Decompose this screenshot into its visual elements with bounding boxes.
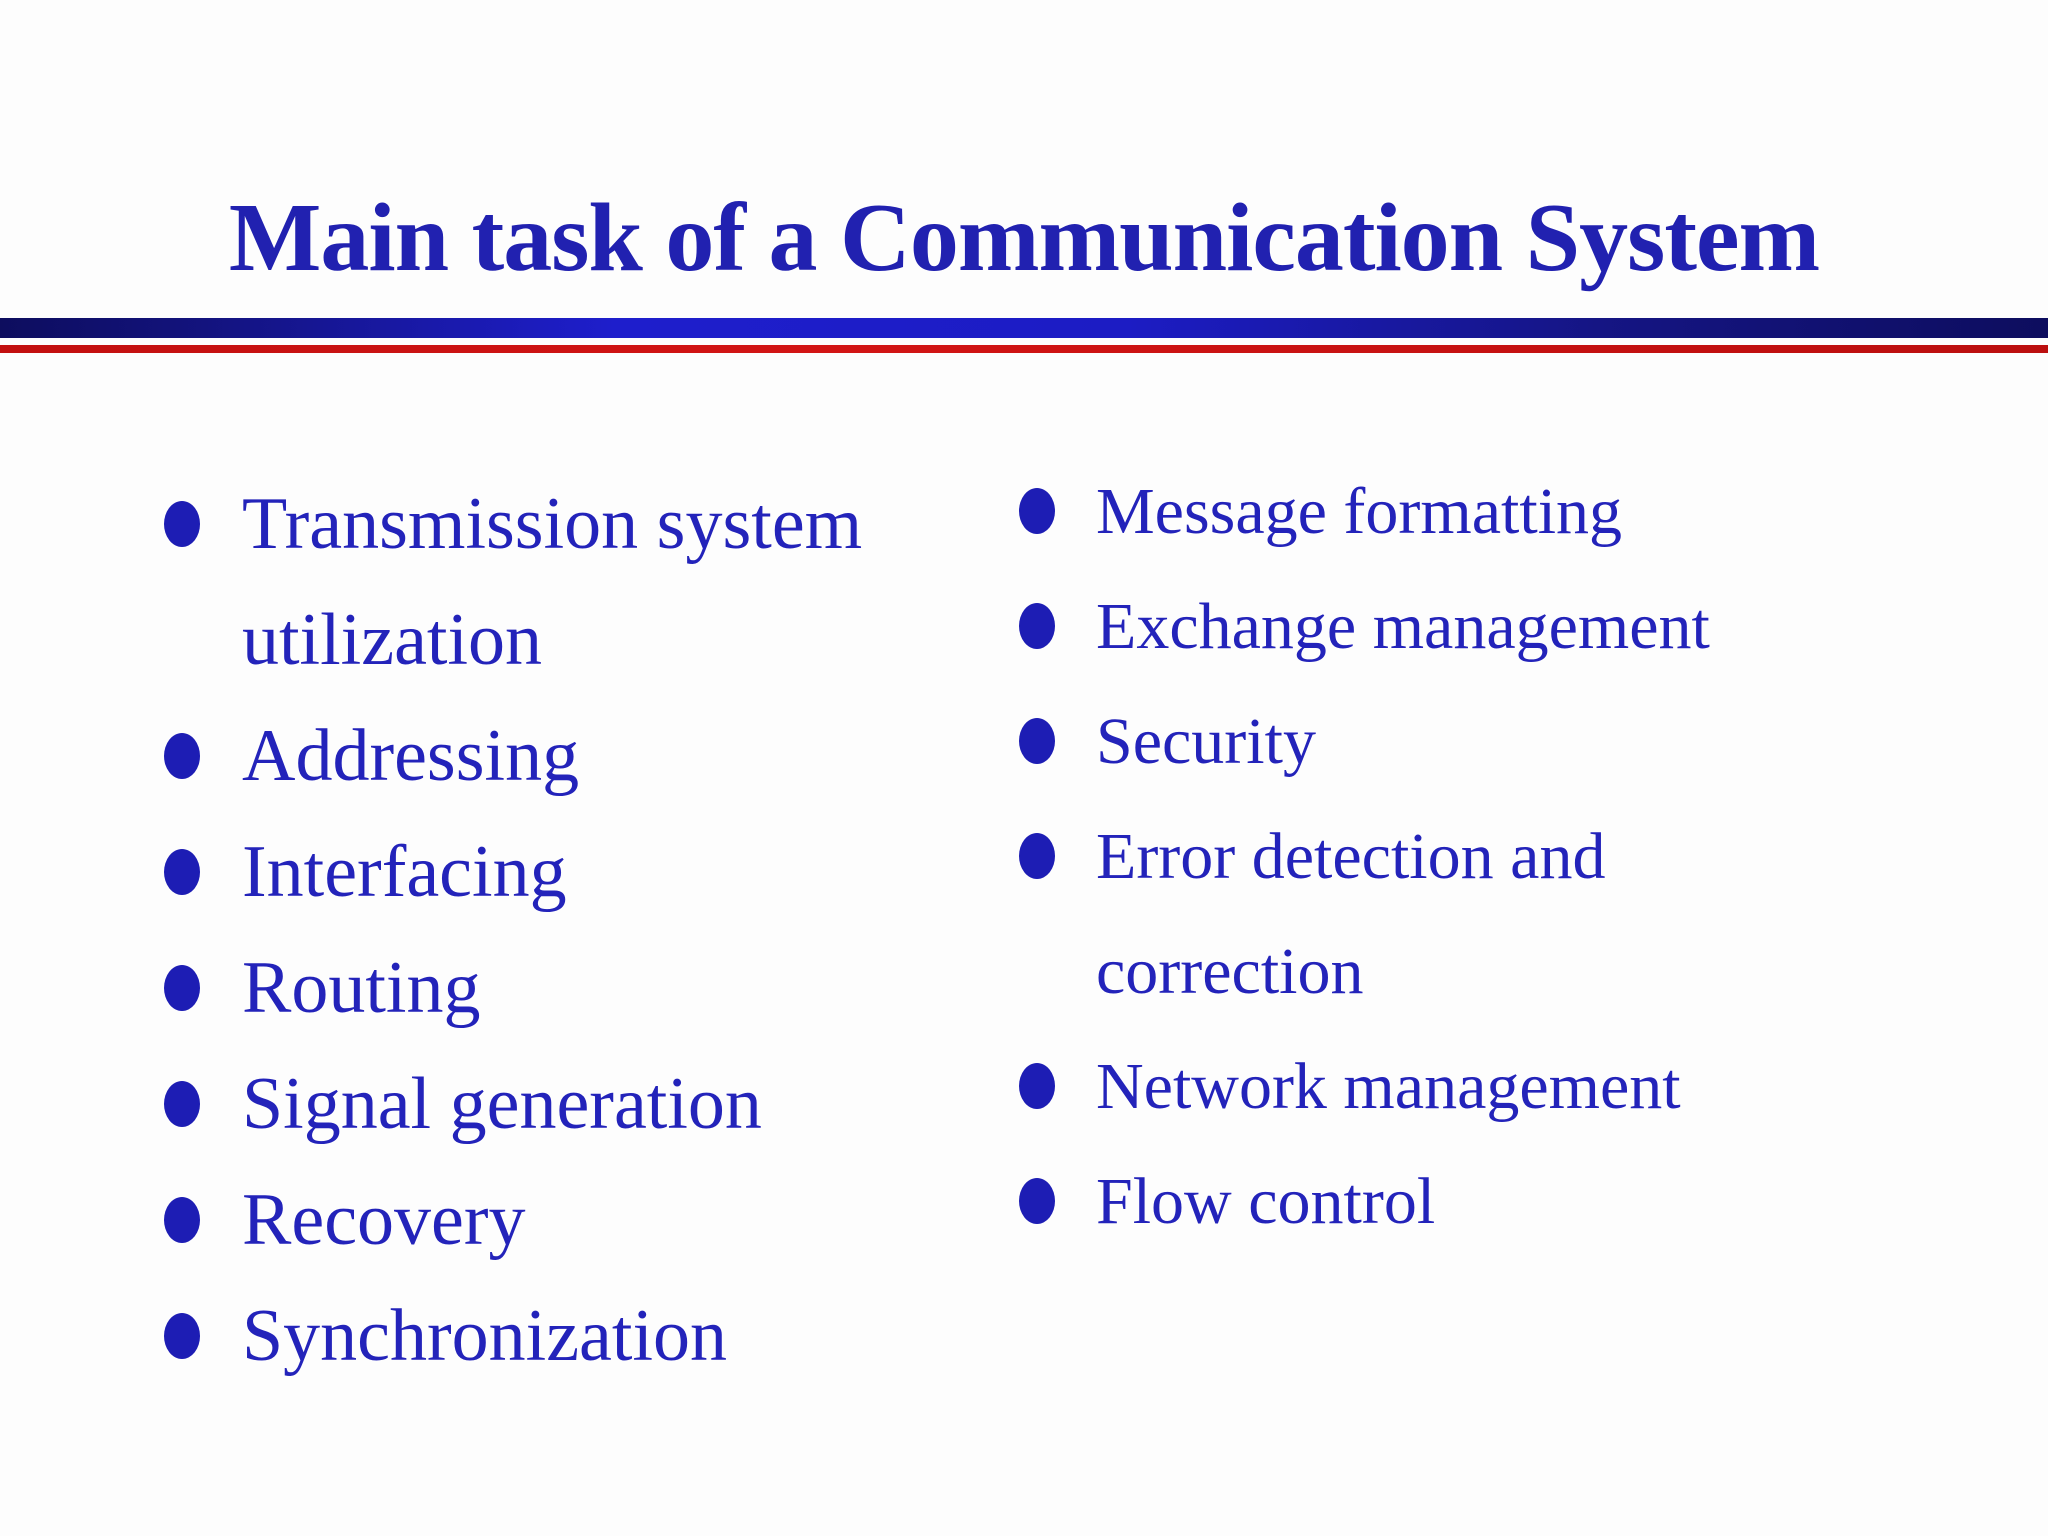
bullet-icon (1019, 1063, 1055, 1109)
list-item-text: Exchange management (1096, 590, 1710, 663)
list-item: Security (1019, 684, 1799, 799)
list-item-line: utilization (242, 599, 543, 681)
bullet-icon (1019, 833, 1055, 879)
list-item-text: Security (1096, 705, 1316, 778)
list-item-text: Signal generation (242, 1063, 762, 1145)
list-item-line: Network management (1096, 1050, 1681, 1123)
bullet-icon (1019, 718, 1055, 764)
list-item-line: correction (1096, 935, 1364, 1008)
list-item-text: Synchronization (242, 1295, 727, 1377)
list-item-line: Signal generation (242, 1063, 762, 1145)
list-item: Addressing (164, 698, 994, 814)
bullet-icon (164, 1081, 200, 1127)
list-item-text: Recovery (242, 1179, 526, 1261)
list-item: Signal generation (164, 1046, 994, 1162)
list-item: Exchange management (1019, 569, 1799, 684)
bullet-icon (164, 733, 200, 779)
list-item-line: Recovery (242, 1179, 526, 1261)
list-item-line: Transmission system (242, 483, 863, 565)
list-item-line: Interfacing (242, 831, 567, 913)
bullet-icon (164, 849, 200, 895)
list-item-line: Error detection and (1096, 820, 1606, 893)
bullet-icon (1019, 1178, 1055, 1224)
list-item-line: Addressing (242, 715, 580, 797)
list-item-line: Exchange management (1096, 590, 1710, 663)
divider-navy-rule (0, 318, 2048, 338)
slide-title: Main task of a Communication System (228, 184, 1820, 292)
list-item-line: Security (1096, 705, 1316, 778)
bullet-icon (164, 1197, 200, 1243)
list-item-line: Message formatting (1096, 475, 1623, 548)
list-item: Network management (1019, 1029, 1799, 1144)
bullet-icon (164, 1313, 200, 1359)
list-item: Synchronization (164, 1278, 994, 1394)
list-item: Transmission system utilization (164, 466, 994, 698)
list-item-text: Routing (242, 947, 480, 1029)
list-item-line: Flow control (1096, 1165, 1436, 1238)
list-item-text: Network management (1096, 1050, 1681, 1123)
list-item-text: Flow control (1096, 1165, 1435, 1238)
list-item: Message formatting (1019, 454, 1799, 569)
list-item: Error detection and correction (1019, 799, 1799, 1029)
list-item-line: Routing (242, 947, 481, 1029)
list-item-text: Transmission system utilization (242, 483, 862, 681)
list-item: Interfacing (164, 814, 994, 930)
bullet-icon (1019, 488, 1055, 534)
list-item: Flow control (1019, 1144, 1799, 1259)
bullet-icon (164, 965, 200, 1011)
list-item-text: Addressing (242, 715, 579, 797)
list-item-text: Interfacing (242, 831, 567, 913)
list-item: Recovery (164, 1162, 994, 1278)
divider-red-rule (0, 345, 2048, 353)
list-item-text: Error detection and correction (1096, 820, 1605, 1008)
list-item-line: Synchronization (242, 1295, 728, 1377)
bullet-icon (164, 501, 200, 547)
list-item: Routing (164, 930, 994, 1046)
list-item-text: Message formatting (1096, 475, 1622, 548)
bullet-icon (1019, 603, 1055, 649)
